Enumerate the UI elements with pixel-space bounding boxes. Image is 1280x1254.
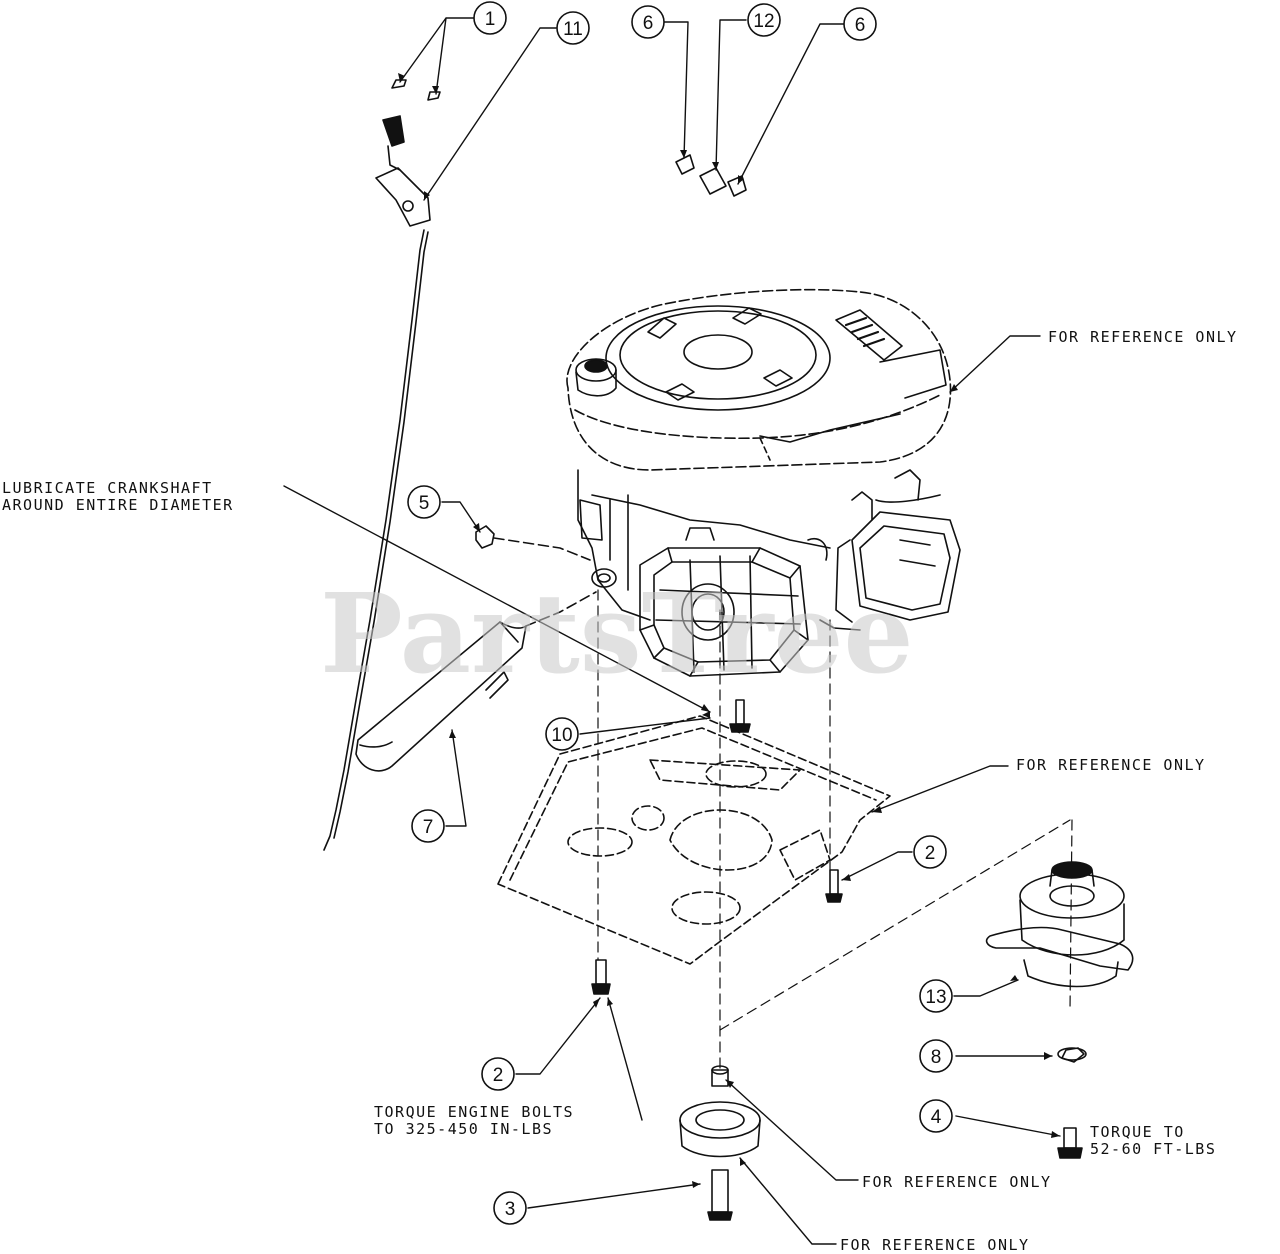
- note-reference-pulley: FOR REFERENCE ONLY: [840, 1236, 1030, 1254]
- callout-number: 6: [855, 15, 866, 36]
- note-reference-plate: FOR REFERENCE ONLY: [1016, 756, 1206, 774]
- callout-1: 1: [473, 1, 507, 35]
- callout-11: 11: [556, 11, 590, 45]
- callout-2: 2: [913, 835, 947, 869]
- callout-number: 1: [485, 9, 496, 30]
- callout-number: 3: [505, 1199, 516, 1220]
- note-lubricate-crankshaft: LUBRICATE CRANKSHAFT AROUND ENTIRE DIAME…: [2, 479, 234, 514]
- mounting-plate: [497, 715, 891, 965]
- callout-number: 12: [753, 11, 774, 32]
- callout-number: 6: [643, 13, 654, 34]
- callout-12: 12: [747, 3, 781, 37]
- callout-13: 13: [919, 979, 953, 1013]
- callout-number: 4: [931, 1107, 942, 1128]
- callout-number: 5: [419, 493, 430, 514]
- leader-lines: [283, 17, 1061, 1245]
- callout-number: 10: [551, 725, 572, 746]
- callout-8: 8: [919, 1039, 953, 1073]
- pulley-13: [985, 861, 1134, 1159]
- note-torque-engine-bolts: TORQUE ENGINE BOLTS TO 325-450 IN-LBS: [374, 1103, 575, 1138]
- callout-number: 2: [493, 1065, 504, 1086]
- callout-4: 4: [919, 1099, 953, 1133]
- fuel-hose-fittings: [675, 154, 747, 197]
- callout-number: 13: [925, 987, 946, 1008]
- callout-number: 11: [563, 19, 583, 40]
- plug-part: [475, 525, 495, 549]
- watermark: PartsTree: [320, 569, 914, 698]
- note-reference-engine: FOR REFERENCE ONLY: [1048, 328, 1238, 346]
- lower-pulley: [679, 1065, 761, 1221]
- callout-number: 8: [931, 1047, 942, 1068]
- note-reference-spacer: FOR REFERENCE ONLY: [862, 1173, 1052, 1191]
- callout-3: 3: [493, 1191, 527, 1225]
- note-torque-pulley: TORQUE TO 52-60 FT-LBS: [1090, 1123, 1217, 1158]
- engine-reference: [566, 288, 961, 677]
- callout-6: 6: [843, 7, 877, 41]
- heat-shield: [355, 591, 597, 772]
- callout-number: 2: [925, 843, 936, 864]
- callout-number: 7: [423, 817, 434, 838]
- callout-2: 2: [481, 1057, 515, 1091]
- dipstick-tube: [323, 79, 441, 851]
- callout-6: 6: [631, 5, 665, 39]
- callout-5: 5: [407, 485, 441, 519]
- engine-bolts: [591, 699, 843, 995]
- callout-7: 7: [411, 809, 445, 843]
- callout-10: 10: [545, 717, 579, 751]
